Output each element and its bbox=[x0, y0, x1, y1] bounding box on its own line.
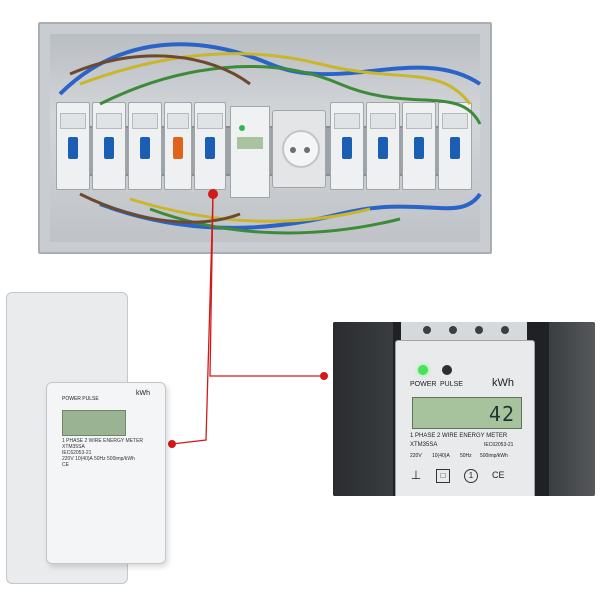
meter-terminal-block bbox=[401, 322, 527, 344]
connector-dot-left bbox=[168, 440, 176, 448]
left-meter-unit: kWh bbox=[136, 390, 150, 397]
connector-line-left bbox=[171, 193, 214, 445]
power-socket bbox=[272, 110, 326, 188]
spec-constant: 500imp/kWh bbox=[480, 453, 508, 459]
power-label: POWER bbox=[410, 381, 437, 388]
left-meter-specs: 1 PHASE 2 WIRE ENERGY METER XTM35SA IEC6… bbox=[62, 438, 158, 468]
product-meter-image: POWER PULSE kWh 1 PHASE 2 WIRE ENERGY ME… bbox=[6, 292, 176, 586]
electrical-panel bbox=[38, 22, 492, 254]
double-insulation-icon: □ bbox=[436, 469, 450, 483]
meter-closeup-photo: POWER PULSE kWh 42 1 PHASE 2 WIRE ENERGY… bbox=[333, 322, 595, 496]
power-led-icon bbox=[418, 365, 428, 375]
left-meter-standard: IEC62053-21 bbox=[62, 450, 92, 456]
panel-meter-led-icon bbox=[239, 125, 245, 131]
breaker-7 bbox=[366, 102, 400, 190]
panel-meter-screen bbox=[237, 137, 263, 149]
ce-mark: CE bbox=[492, 470, 505, 480]
connector-dot-right bbox=[320, 372, 328, 380]
certification-symbols: ⊥ □ 1 CE bbox=[410, 469, 520, 485]
breaker-8 bbox=[402, 102, 436, 190]
meter-standard: IEC62053-21 bbox=[484, 442, 514, 448]
class-one-icon: 1 bbox=[464, 469, 478, 483]
earth-symbol-icon: ⊥ bbox=[410, 468, 422, 482]
left-meter-title: 1 PHASE 2 WIRE ENERGY METER bbox=[62, 438, 144, 444]
spec-current: 10(40)A bbox=[432, 453, 450, 459]
meter-title: 1 PHASE 2 WIRE ENERGY METER bbox=[410, 433, 508, 439]
left-meter-model: XTM35SA bbox=[62, 444, 85, 450]
left-meter-lcd bbox=[62, 410, 126, 436]
breaker-6 bbox=[330, 102, 364, 190]
left-meter-ce: CE bbox=[62, 462, 69, 468]
panel-energy-meter bbox=[230, 106, 270, 198]
breaker-4 bbox=[164, 102, 192, 190]
breaker-5 bbox=[194, 102, 226, 190]
connector-line-right bbox=[209, 193, 324, 377]
breaker-9 bbox=[438, 102, 472, 190]
unit-label: kWh bbox=[492, 377, 514, 389]
pulse-label: PULSE bbox=[440, 381, 463, 388]
lcd-reading: 42 bbox=[488, 402, 515, 426]
left-meter-spec-line: 220V 10(40)A 50Hz 500imp/kWh bbox=[62, 456, 135, 462]
spec-frequency: 50Hz bbox=[460, 453, 472, 459]
pulse-led-icon bbox=[442, 365, 452, 375]
breaker-2 bbox=[92, 102, 126, 190]
breaker-1 bbox=[56, 102, 90, 190]
panel-wiring bbox=[58, 42, 482, 235]
breaker-3 bbox=[128, 102, 162, 190]
meter-model: XTM35SA bbox=[410, 442, 438, 448]
meter-lcd: 42 bbox=[412, 397, 522, 429]
meter-face: POWER PULSE kWh 42 1 PHASE 2 WIRE ENERGY… bbox=[395, 340, 535, 496]
left-meter-power-label: POWER PULSE bbox=[62, 396, 99, 402]
spec-voltage: 220V bbox=[410, 453, 422, 459]
